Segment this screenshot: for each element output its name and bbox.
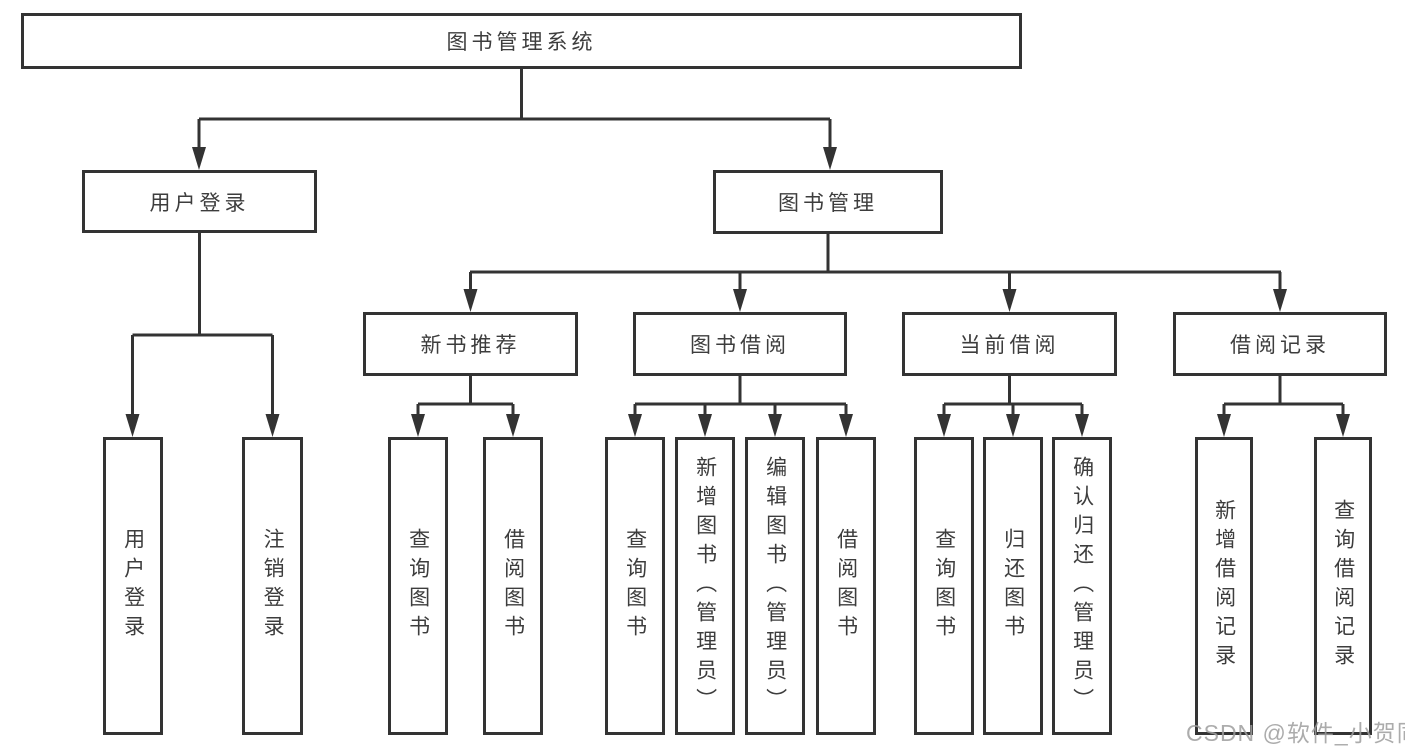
node-label: 图书借阅 [690, 334, 790, 357]
arrowhead-icons [125, 147, 1350, 437]
leaf-label: 确认归还（管理员） [1070, 455, 1094, 717]
node-label: 新书推荐 [420, 334, 521, 357]
leaf-label: 归还图书 [1001, 528, 1025, 644]
leaf-label: 编辑图书（管理员） [763, 455, 787, 717]
leaf-label: 借阅图书 [834, 528, 858, 644]
leaf-return-books: 归还图书 [983, 437, 1043, 735]
leaf-label: 查询图书 [623, 528, 647, 644]
leaf-borrow-books-borrowing: 借阅图书 [816, 437, 876, 735]
node-book-management: 图书管理 [713, 170, 943, 234]
leaf-query-books-borrowing: 查询图书 [605, 437, 665, 735]
node-label: 图书管理 [778, 192, 878, 215]
node-current-borrowing: 当前借阅 [902, 312, 1117, 376]
node-library-management-system: 图书管理系统 [21, 13, 1022, 69]
node-new-book-recommendation: 新书推荐 [363, 312, 578, 376]
leaf-label: 注销登录 [261, 528, 285, 644]
leaf-label: 用户登录 [121, 528, 145, 644]
node-label: 借阅记录 [1230, 334, 1330, 357]
leaf-label: 查询借阅记录 [1331, 499, 1355, 673]
node-label: 图书管理系统 [446, 31, 597, 54]
node-book-borrowing: 图书借阅 [633, 312, 847, 376]
csdn-watermark: CSDN @软件_小贺同学 [1186, 720, 1405, 746]
node-label: 当前借阅 [959, 334, 1060, 357]
leaf-add-books-admin: 新增图书（管理员） [675, 437, 735, 735]
leaf-edit-books-admin: 编辑图书（管理员） [745, 437, 805, 735]
leaf-query-books-recommend: 查询图书 [388, 437, 448, 735]
node-label: 用户登录 [149, 191, 250, 215]
leaf-label: 新增借阅记录 [1212, 499, 1236, 673]
leaf-label: 新增图书（管理员） [693, 455, 717, 717]
node-borrowing-records: 借阅记录 [1173, 312, 1387, 376]
leaf-logout: 注销登录 [242, 437, 303, 735]
leaf-add-borrow-record: 新增借阅记录 [1195, 437, 1253, 735]
node-user-login: 用户登录 [82, 170, 317, 233]
leaf-borrow-books-recommend: 借阅图书 [483, 437, 543, 735]
leaf-label: 查询图书 [406, 528, 430, 644]
leaf-confirm-return-admin: 确认归还（管理员） [1052, 437, 1112, 735]
leaf-label: 借阅图书 [501, 528, 525, 644]
leaf-query-books-current: 查询图书 [914, 437, 974, 735]
leaf-label: 查询图书 [932, 528, 956, 644]
leaf-query-borrow-record: 查询借阅记录 [1314, 437, 1372, 735]
leaf-user-login: 用户登录 [103, 437, 163, 735]
